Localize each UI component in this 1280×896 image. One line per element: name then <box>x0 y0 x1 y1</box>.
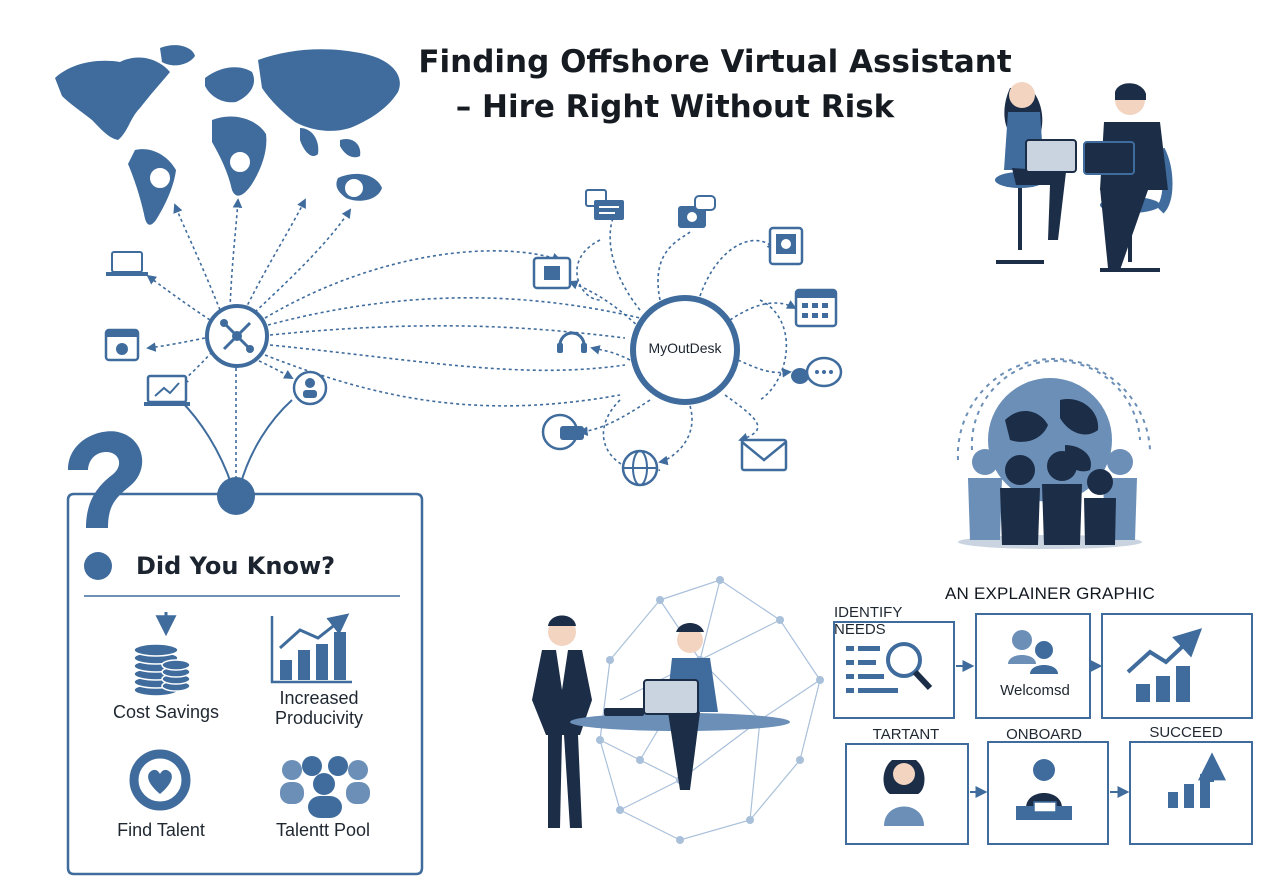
left-hub-node <box>205 304 269 368</box>
envelope-icon <box>740 438 788 472</box>
step-onboard-label: ONBOARD <box>1006 726 1082 743</box>
increased-productivity-line-2: Producivity <box>274 708 364 728</box>
growth-chart-icon <box>270 613 352 684</box>
headset-icon <box>557 331 587 353</box>
growth-chart-icon <box>1126 628 1203 702</box>
team-icon <box>1008 630 1058 674</box>
magnifier-list-icon <box>846 642 933 693</box>
bar-up-icon <box>1168 752 1226 808</box>
did-you-know-heading: Did You Know? <box>136 552 336 580</box>
step-welcome-label: Welcomsd <box>1000 682 1070 699</box>
calendar-grid-icon <box>794 288 838 328</box>
question-mark-icon <box>68 431 143 580</box>
heart-badge-icon <box>129 749 191 811</box>
team-badge-icon <box>292 370 328 406</box>
world-map-icon <box>55 45 400 225</box>
id-card-icon <box>768 226 804 266</box>
step-identify-needs-label: IDENTIFY NEEDS <box>834 604 903 638</box>
talent-pool-label: Talentt Pool <box>275 820 371 840</box>
cost-savings-label: Cost Savings <box>112 702 220 722</box>
coins-icon <box>133 612 191 697</box>
man-at-laptop-illustration <box>1083 83 1173 272</box>
step-succeed-label: SUCCEED <box>1149 724 1223 741</box>
globe-people-illustration <box>956 357 1151 549</box>
building-card-icon <box>532 256 572 290</box>
customer-support-icon <box>541 413 584 451</box>
title-line-2: – Hire Right Without Risk <box>455 89 895 125</box>
increased-productivity-label: Increased Producivity <box>254 688 384 728</box>
laptop-icon <box>106 251 148 276</box>
map-marker-icons <box>148 150 365 199</box>
hub-connector-lines <box>568 214 797 473</box>
schedule-board-icon <box>585 189 624 220</box>
explainer-heading: AN EXPLAINER GRAPHIC <box>945 584 1155 603</box>
step-tartant-label: TARTANT <box>872 726 940 743</box>
explainer-arrows <box>956 660 1130 798</box>
people-group-icon <box>280 756 370 818</box>
man-desk-icon <box>1016 759 1072 820</box>
left-connector-lines <box>146 198 641 480</box>
hub-label: MyOutDesk <box>648 340 722 356</box>
women-at-laptop-illustration <box>995 82 1077 264</box>
woman-icon <box>883 760 925 826</box>
increased-productivity-line-1: Increased <box>279 688 359 708</box>
seated-man-laptop-illustration <box>570 623 790 790</box>
title-line-1: Finding Offshore Virtual Assistant <box>418 44 1012 80</box>
globe-icon <box>621 449 659 487</box>
monitor-chart-icon <box>144 374 190 406</box>
find-talent-label: Find Talent <box>117 820 205 840</box>
chat-bubbles-icon <box>791 356 843 388</box>
left-node-curves <box>179 399 293 487</box>
video-call-icon <box>678 195 716 228</box>
myoutdesk-hub <box>630 295 740 405</box>
did-you-know-panel <box>66 477 424 876</box>
calendar-icon <box>104 328 140 362</box>
standing-businessman-illustration <box>532 615 592 828</box>
page-title: Finding Offshore Virtual Assistant – Hir… <box>400 40 1030 130</box>
